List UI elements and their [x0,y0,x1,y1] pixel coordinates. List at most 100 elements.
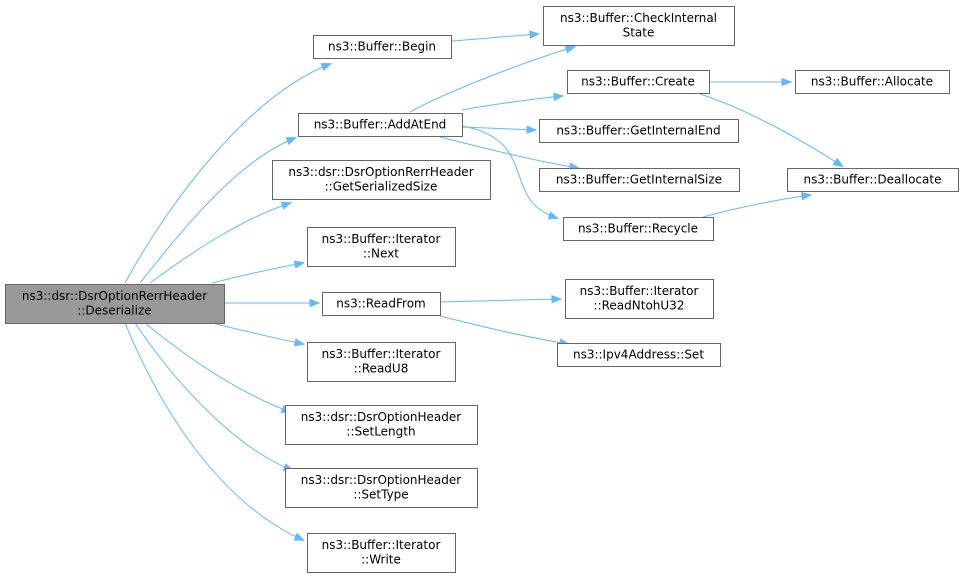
arrowhead-icon [832,157,844,168]
edge-addatend-to-getinternalend [461,125,538,134]
node-label-line: ::SetType [353,488,408,502]
node-box [539,168,740,192]
node-box [285,405,478,445]
node-label-line: ns3::Buffer::Iterator [322,232,441,246]
node-addatend[interactable]: ns3::Buffer::AddAtEnd [298,113,463,137]
edge-addatend-to-recycle [461,125,560,220]
node-box [787,168,959,192]
edge-readfrom-to-ipv4set [439,315,571,347]
edge-root-to-write [124,322,306,541]
node-label-line: ::GetSerializedSize [325,180,438,194]
node-box [543,6,735,46]
edge-line [439,136,579,169]
node-label-line: ::ReadNtohU32 [594,299,685,313]
edge-line [451,33,539,42]
arrowhead-icon [781,77,793,87]
node-setlength[interactable]: ns3::dsr::DsrOptionHeader::SetLength [285,405,478,445]
node-box [307,342,456,382]
node-box [307,533,456,573]
node-label-line: ::SetLength [346,425,415,439]
node-box [539,119,739,143]
node-label-line: ns3::dsr::DsrOptionRerrHeader [22,289,207,303]
edge-line [461,125,558,219]
edge-line [139,137,296,284]
node-label-line: ns3::dsr::DsrOptionHeader [301,410,461,424]
node-getinternalsize[interactable]: ns3::Buffer::GetInternalSize [539,168,740,192]
edge-addatend-to-create [461,92,565,111]
arrowhead-icon [293,260,306,269]
edge-create-to-allocate [709,77,793,87]
arrowhead-icon [564,45,577,54]
node-label-line: ::Next [363,247,399,261]
node-create[interactable]: ns3::Buffer::Create [567,70,710,94]
node-label-line: ::Write [361,553,401,567]
edge-root-to-readu8 [211,322,306,347]
node-readfrom[interactable]: ns3::ReadFrom [322,292,441,316]
node-label-line: ns3::Buffer::AddAtEnd [314,117,447,131]
edge-recycle-to-deallocate [702,192,813,218]
node-label-line: State [623,26,655,40]
edges-layer [124,30,844,541]
node-label-line: ::Deserialize [77,304,151,318]
edge-root-to-begin [124,63,333,284]
node-label-line: ns3::Buffer::Deallocate [804,172,942,186]
arrowhead-icon [280,201,293,210]
edge-addatend-to-checkinternal [409,45,577,113]
node-label-line: ::ReadU8 [354,362,409,376]
edge-root-to-getserializedsize [149,201,293,284]
node-label-line: ns3::dsr::DsrOptionHeader [301,473,461,487]
edge-line [124,322,304,541]
node-box [565,279,714,319]
arrowhead-icon [320,63,333,72]
node-deallocate[interactable]: ns3::Buffer::Deallocate [787,168,959,192]
node-label-line: ns3::Buffer::CheckInternal [560,11,717,25]
node-label-line: ns3::Buffer::Begin [328,39,436,53]
node-label-line: ns3::ReadFrom [336,296,425,310]
node-label-line: ns3::Buffer::GetInternalEnd [556,123,720,137]
node-label-line: ns3::Buffer::Iterator [322,347,441,361]
node-label-line: ns3::Buffer::Recycle [578,221,698,235]
node-label-line: ns3::Buffer::GetInternalSize [556,172,722,186]
node-getserializedsize[interactable]: ns3::dsr::DsrOptionRerrHeader::GetSerial… [272,160,491,200]
node-box [272,160,491,200]
node-label-line: ns3::Buffer::Allocate [811,74,933,88]
edge-root-to-settype [134,322,295,471]
node-box [563,217,714,241]
edge-line [702,194,811,218]
edge-line [211,262,304,284]
edge-line [439,315,569,345]
arrowhead-icon [293,338,306,347]
edge-line [699,93,843,167]
node-begin[interactable]: ns3::Buffer::Begin [313,35,452,59]
arrowhead-icon [529,30,541,39]
edge-line [439,298,561,303]
arrowhead-icon [553,92,565,102]
nodes-layer: ns3::dsr::DsrOptionRerrHeader::Deseriali… [5,6,959,573]
node-ipv4set[interactable]: ns3::Ipv4Address::Set [557,343,721,367]
node-label-line: ns3::Buffer::Iterator [322,538,441,552]
node-label-line: ns3::Ipv4Address::Set [573,347,704,361]
node-write[interactable]: ns3::Buffer::Iterator::Write [307,533,456,573]
node-box [285,468,478,508]
arrowhead-icon [285,137,298,146]
node-next[interactable]: ns3::Buffer::Iterator::Next [307,227,456,267]
arrowhead-icon [551,294,563,304]
node-readu8[interactable]: ns3::Buffer::Iterator::ReadU8 [307,342,456,382]
node-box [307,227,456,267]
node-root: ns3::dsr::DsrOptionRerrHeader::Deseriali… [5,284,225,324]
edge-readfrom-to-readntohu32 [439,294,563,304]
edge-line [211,322,304,345]
node-settype[interactable]: ns3::dsr::DsrOptionHeader::SetType [285,468,478,508]
node-readntohu32[interactable]: ns3::Buffer::Iterator::ReadNtohU32 [565,279,714,319]
edge-begin-to-checkinternal [451,30,541,42]
edge-create-to-deallocate [699,93,844,168]
node-allocate[interactable]: ns3::Buffer::Allocate [795,70,950,94]
edge-line [134,322,293,471]
node-getinternalend[interactable]: ns3::Buffer::GetInternalEnd [539,119,739,143]
node-box [557,343,721,367]
node-box [5,284,225,324]
node-box [567,70,710,94]
node-recycle[interactable]: ns3::Buffer::Recycle [563,217,714,241]
